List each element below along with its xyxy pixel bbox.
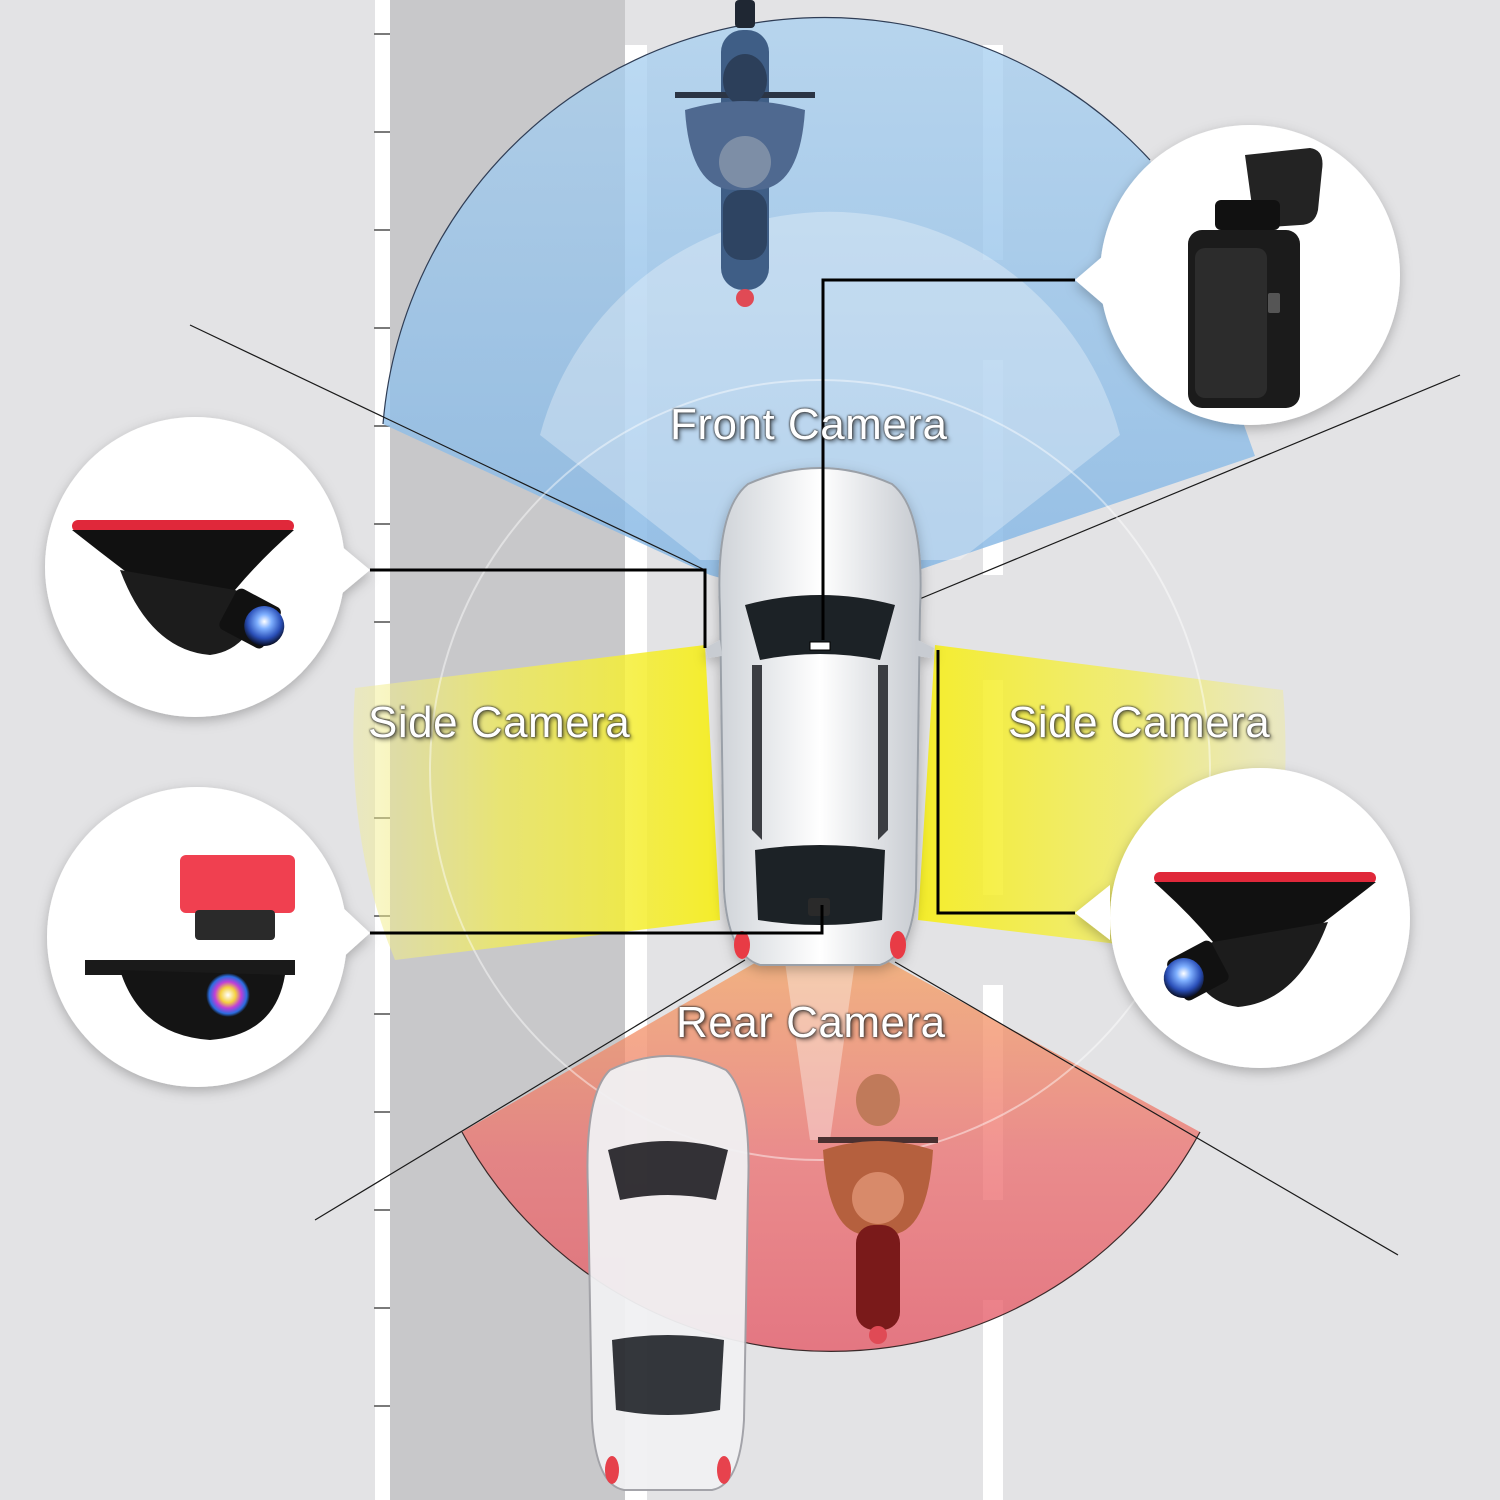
coverage-guide-ring — [429, 379, 1211, 1161]
side-camera-right-label: Side Camera — [1008, 698, 1271, 747]
dash-cam-icon — [1188, 148, 1323, 408]
front-camera-label: Front Camera — [670, 400, 948, 449]
leader-lines — [370, 278, 1075, 935]
bullet-camera-icon — [1154, 872, 1376, 1007]
motorcycle-icon — [675, 0, 815, 307]
leader-line-side-right — [936, 650, 1075, 915]
leader-line-side-left — [370, 568, 707, 648]
front-coverage-zone — [189, 16, 1461, 606]
following-motorcycle-icon — [818, 1074, 938, 1344]
following-car-icon — [586, 1055, 750, 1491]
bullet-camera-icon — [72, 520, 294, 655]
leader-line-front — [821, 278, 1075, 640]
left-side-coverage-zone — [353, 645, 720, 960]
license-plate-camera-icon — [85, 855, 295, 1040]
rear-camera-label: Rear Camera — [676, 998, 946, 1047]
leader-line-rear — [370, 905, 824, 935]
side-camera-left-label: Side Camera — [368, 698, 631, 747]
car-icon — [705, 467, 934, 966]
